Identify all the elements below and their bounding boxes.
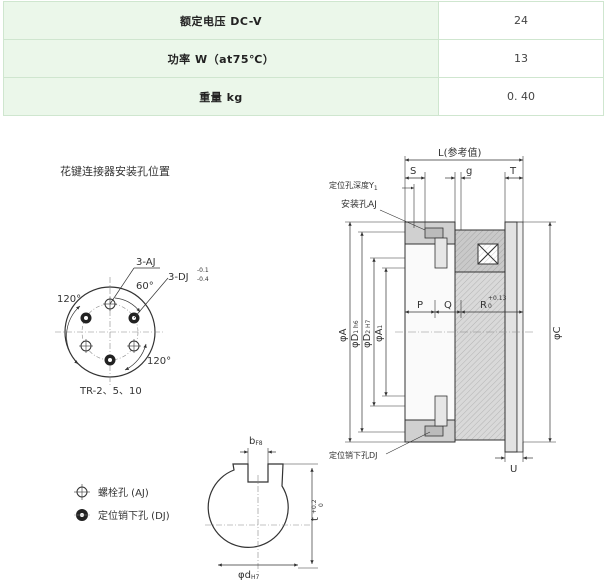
armature-plate	[504, 221, 518, 453]
dim-L: L(参考值)	[438, 146, 481, 159]
bore-label: φdH7	[238, 570, 259, 581]
key-depth-tol-lower: 0	[318, 503, 325, 507]
dim-U: U	[510, 464, 517, 475]
spline-flange-view: 花键连接器安装孔位置	[55, 164, 209, 397]
locating-pin-legend-icon	[74, 509, 90, 521]
keyway-width-label: bF8	[249, 436, 263, 447]
dim-phiC: φC	[552, 326, 563, 340]
dim-phiD1: φD1 h6	[350, 320, 361, 348]
spec-value-power: 13	[438, 39, 604, 78]
pin-label: 3-DJ	[168, 272, 189, 283]
shaft-bore-view: bF8 t +0.2 0 φdH7	[205, 436, 325, 581]
spec-row-power: 功率 W（at75℃） 13	[3, 39, 604, 78]
legend-locating-pin: 定位销下孔 (DJ)	[98, 509, 170, 522]
spec-table: 额定电压 DC-V 24 功率 W（at75℃） 13 重量 kg 0. 40	[3, 1, 604, 116]
hole-label: 3-AJ	[136, 257, 156, 268]
dim-phiA1: φA1	[374, 325, 385, 342]
dim-S: S	[410, 166, 416, 177]
bolt-hole-legend-icon	[74, 484, 90, 500]
dim-R-tol-lower: 0	[488, 303, 492, 310]
dim-g: g	[466, 166, 472, 177]
spec-value-voltage: 24	[438, 1, 604, 40]
bolt-hole-icon	[79, 339, 93, 353]
locating-pin-hole-icon	[104, 354, 116, 366]
dim-phiD2: φD2 H7	[362, 319, 373, 348]
dim-R-tol-upper: +0.13	[488, 295, 507, 302]
keyway-outline	[207, 463, 289, 548]
dim-phiA: φA	[338, 328, 349, 342]
spec-label-voltage: 额定电压 DC-V	[3, 1, 439, 40]
symbol-legend: 螺栓孔 (AJ) 定位销下孔 (DJ)	[74, 484, 170, 522]
spec-label-weight: 重量 kg	[3, 77, 439, 116]
spline-title: 花键连接器安装孔位置	[60, 164, 170, 178]
spec-label-power: 功率 W（at75℃）	[3, 39, 439, 78]
label-AJ: 安装孔AJ	[341, 198, 377, 210]
label-DJ: 定位销下孔DJ	[329, 450, 378, 460]
locating-pin-hole-icon	[80, 312, 92, 324]
pin-tol-lower: -0.4	[197, 276, 209, 283]
dim-P: P	[417, 300, 423, 311]
angle-60: 60°	[136, 281, 154, 292]
clutch-section-view: L(参考值) S g T 定位孔深度Y1 安装孔AJ φA φD1 h6 φD2…	[329, 146, 563, 475]
models-label: TR-2、5、10	[79, 386, 142, 397]
spec-row-voltage: 额定电压 DC-V 24	[3, 1, 604, 40]
dim-Q: Q	[444, 300, 452, 311]
spec-row-weight: 重量 kg 0. 40	[3, 77, 604, 116]
pin-tol-upper: -0.1	[197, 267, 209, 274]
key-depth-label: t	[310, 517, 321, 521]
dim-T: T	[509, 166, 517, 177]
dim-R: R	[480, 300, 487, 311]
angle-120-right: 120°	[147, 356, 171, 367]
legend-bolt-hole: 螺栓孔 (AJ)	[98, 486, 149, 499]
key-depth-tol: +0.2	[311, 499, 318, 514]
bolt-hole-icon	[127, 339, 141, 353]
spec-value-weight: 0. 40	[438, 77, 604, 116]
angle-120-left: 120°	[57, 294, 81, 305]
label-Y1: 定位孔深度Y1	[329, 180, 378, 192]
